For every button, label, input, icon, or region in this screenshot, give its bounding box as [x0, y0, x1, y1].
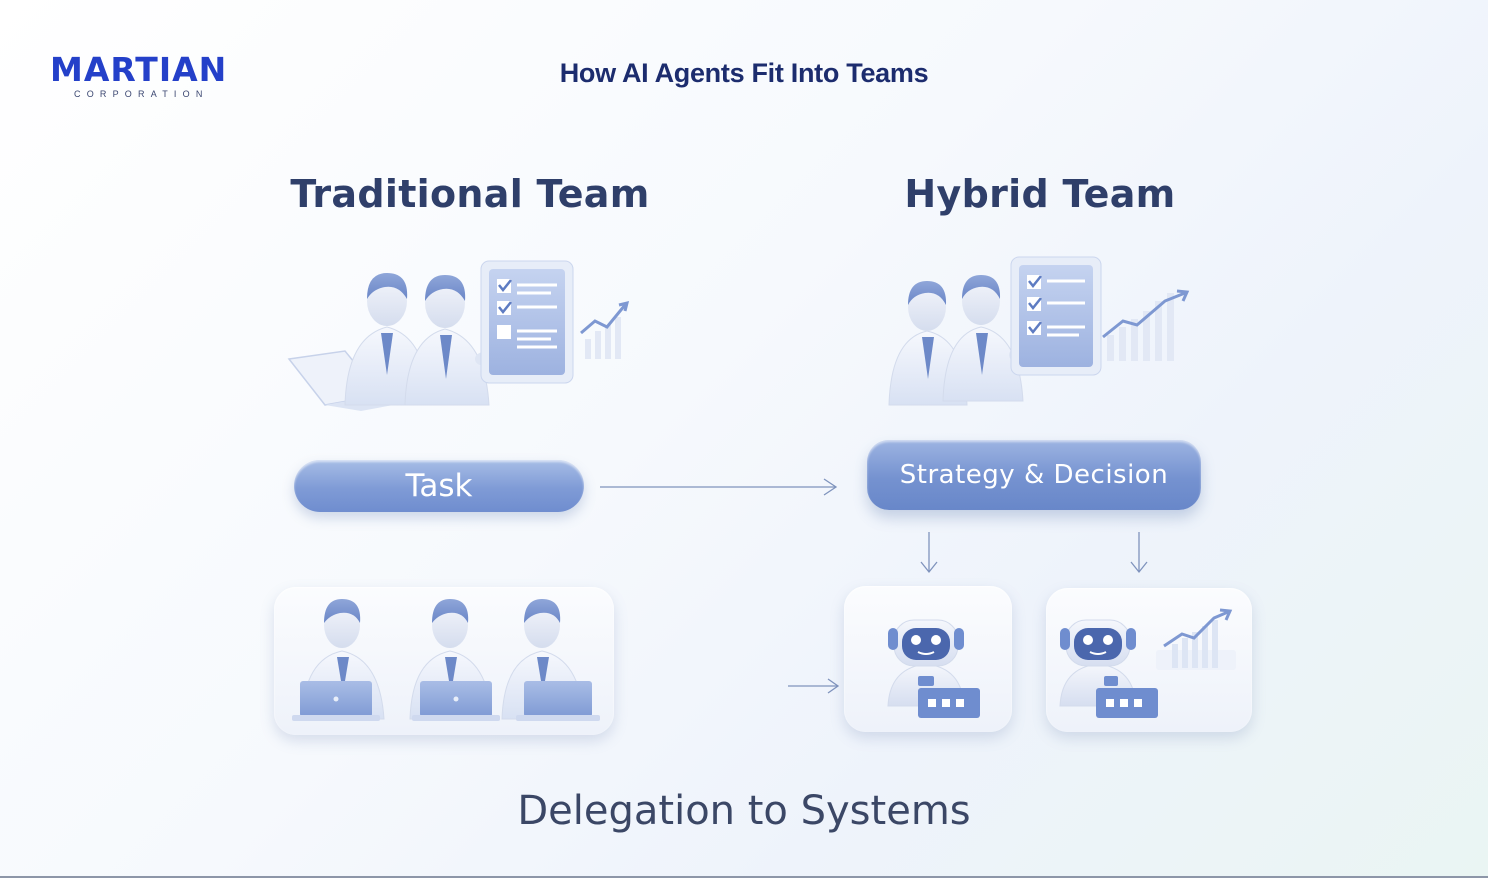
- trend-chart-icon: [1156, 608, 1236, 670]
- arrow-down-icon: [1130, 532, 1148, 574]
- trend-chart-icon: [1102, 289, 1190, 361]
- worker-at-laptop-icon: [501, 599, 600, 721]
- arrow-down-icon: [920, 532, 938, 574]
- checklist-board-icon: [1010, 256, 1102, 376]
- arrow-right-icon: [788, 678, 840, 694]
- arrow-right-icon: [600, 478, 838, 496]
- traditional-team-heading: Traditional Team: [290, 172, 650, 216]
- strategy-decision-pill: Strategy & Decision: [867, 440, 1201, 510]
- footer-caption: Delegation to Systems: [517, 788, 971, 834]
- hybrid-team-illustration: [888, 256, 1190, 406]
- robot-agent-icon: [1059, 608, 1236, 718]
- task-pill: Task: [294, 460, 584, 512]
- bottom-border: [0, 876, 1488, 878]
- checklist-board-icon: [480, 260, 574, 384]
- trend-chart-icon: [580, 300, 630, 359]
- workers-illustration: [292, 599, 600, 721]
- robot-agent-icon: [887, 619, 980, 718]
- worker-at-laptop-icon: [409, 599, 500, 721]
- logo-subtitle: CORPORATION: [74, 89, 209, 99]
- traditional-team-illustration: [287, 260, 630, 411]
- logo-wordmark: MARTIAN: [50, 50, 228, 89]
- hybrid-team-heading: Hybrid Team: [904, 172, 1176, 216]
- businessman-icon: [404, 275, 519, 406]
- page-title: How AI Agents Fit Into Teams: [559, 58, 929, 88]
- worker-at-laptop-icon: [292, 599, 385, 721]
